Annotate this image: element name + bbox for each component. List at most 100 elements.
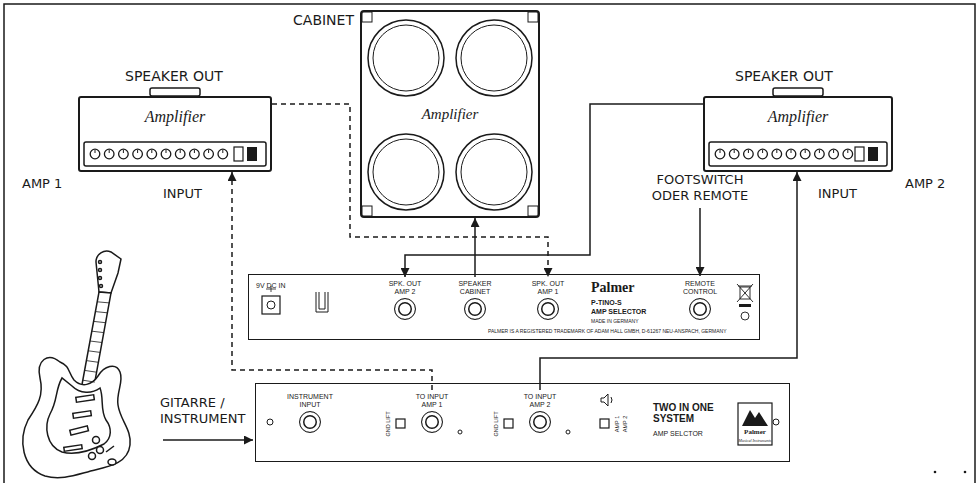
product-name: TWO IN ONE SYSTEM	[653, 402, 735, 424]
corner-protector	[528, 206, 538, 216]
knob-pointer	[166, 150, 167, 153]
pickup	[73, 411, 92, 418]
tuner	[99, 269, 102, 272]
port-label: INPUT	[818, 186, 857, 201]
gnd-lift-button	[504, 419, 513, 428]
knob-pointer	[109, 150, 110, 153]
logo-mountain	[742, 410, 768, 426]
amplifier-head: Amplifier	[78, 96, 272, 172]
jack-socket-node: SPEAKER CABINET	[451, 277, 499, 320]
control-note: FOOTSWITCH ODER REMOTE	[640, 172, 760, 204]
knob	[729, 149, 739, 159]
corner-protector	[362, 206, 372, 216]
knob	[218, 149, 228, 159]
screw-hole	[267, 419, 273, 425]
jack-socket-node: TO INPUT AMP 2	[516, 390, 564, 433]
dot	[964, 471, 967, 474]
jack-label: REMOTE CONTROL	[676, 280, 724, 296]
fret	[88, 351, 100, 353]
knob	[190, 149, 200, 159]
speaker-icon	[601, 394, 612, 406]
knob	[815, 149, 825, 159]
knob	[744, 149, 754, 159]
jack-label: SPEAKER CABINET	[451, 280, 499, 296]
knob-pointer	[791, 150, 792, 153]
jack-label: SPK. OUT AMP 1	[524, 280, 572, 296]
dot	[934, 471, 937, 474]
jack-socket-node: REMOTE CONTROL	[676, 277, 724, 320]
brand-script: Amplifier	[80, 108, 270, 126]
brand-name: Palmer	[591, 280, 635, 296]
tuner	[99, 277, 102, 280]
knob-pointer	[123, 150, 124, 153]
tuner	[99, 261, 102, 264]
knob-pointer	[748, 150, 749, 153]
signal-cable	[540, 172, 797, 390]
led	[566, 430, 570, 434]
button-label: GND LIFT	[493, 411, 499, 436]
knob-pointer	[95, 150, 96, 153]
amp-handle	[773, 88, 823, 96]
amp-name: AMP 2	[905, 176, 945, 191]
port-label: SPEAKER OUT	[735, 68, 833, 84]
knob	[175, 149, 185, 159]
speaker	[456, 134, 532, 210]
corner-protector	[362, 12, 372, 22]
knob	[829, 149, 839, 159]
dc-jack	[262, 296, 280, 314]
waste-bin-icon	[737, 284, 753, 320]
knob	[843, 149, 853, 159]
control-panel	[709, 142, 887, 166]
guitar-cable-arrow	[163, 439, 253, 441]
knob	[133, 149, 143, 159]
logo-text: Palmer	[744, 428, 766, 436]
knob	[758, 149, 768, 159]
knob	[89, 453, 96, 460]
jack-label: TO INPUT AMP 2	[516, 393, 564, 409]
product-type: AMP SELCTOR	[653, 430, 703, 437]
gnd-lift-button	[396, 419, 405, 428]
corner-protector	[528, 12, 538, 22]
knob-pointer	[194, 150, 195, 153]
power-label: 9V DC IN	[256, 282, 286, 289]
switch	[234, 147, 243, 161]
speaker	[368, 20, 444, 96]
tuner	[100, 285, 103, 288]
frets	[83, 302, 109, 382]
knob-pointer	[734, 150, 735, 153]
knob-pointer	[833, 150, 834, 153]
selector-panel: INSTRUMENT INPUTTO INPUT AMP 1TO INPUT A…	[255, 383, 790, 462]
port-label: INPUT	[163, 186, 202, 201]
bin-bar	[739, 304, 751, 307]
ce-mark	[741, 312, 749, 320]
brand-script: Amplifier	[705, 108, 891, 126]
origin-note: MADE IN GERMANY	[591, 318, 639, 324]
knob	[800, 149, 810, 159]
switch-label: AMP 2	[622, 416, 628, 432]
switch	[855, 147, 864, 161]
amplifier-head: Amplifier	[703, 96, 893, 172]
knob	[93, 437, 100, 444]
knob	[147, 149, 157, 159]
knob-pointer	[776, 150, 777, 153]
power-switch	[247, 147, 257, 161]
knob-pointer	[151, 150, 152, 153]
jack-socket	[394, 298, 416, 320]
knob	[90, 149, 100, 159]
power-switch	[868, 147, 878, 161]
connectors	[232, 104, 797, 390]
port-label: SPEAKER OUT	[125, 68, 223, 84]
knob	[104, 149, 114, 159]
knob	[97, 447, 104, 454]
part-name: CABINET	[293, 12, 354, 28]
fret	[95, 312, 107, 313]
logo-subtext: Musical Instruments	[739, 438, 772, 443]
fret	[92, 331, 104, 332]
model-name: P-TINO-S	[591, 299, 622, 306]
knob-pointer	[720, 150, 721, 153]
jack-label: TO INPUT AMP 1	[408, 393, 456, 409]
screw-hole	[773, 419, 779, 425]
brand-script: Amplifier	[362, 106, 538, 123]
fret	[97, 302, 109, 303]
jack-socket	[299, 411, 321, 433]
